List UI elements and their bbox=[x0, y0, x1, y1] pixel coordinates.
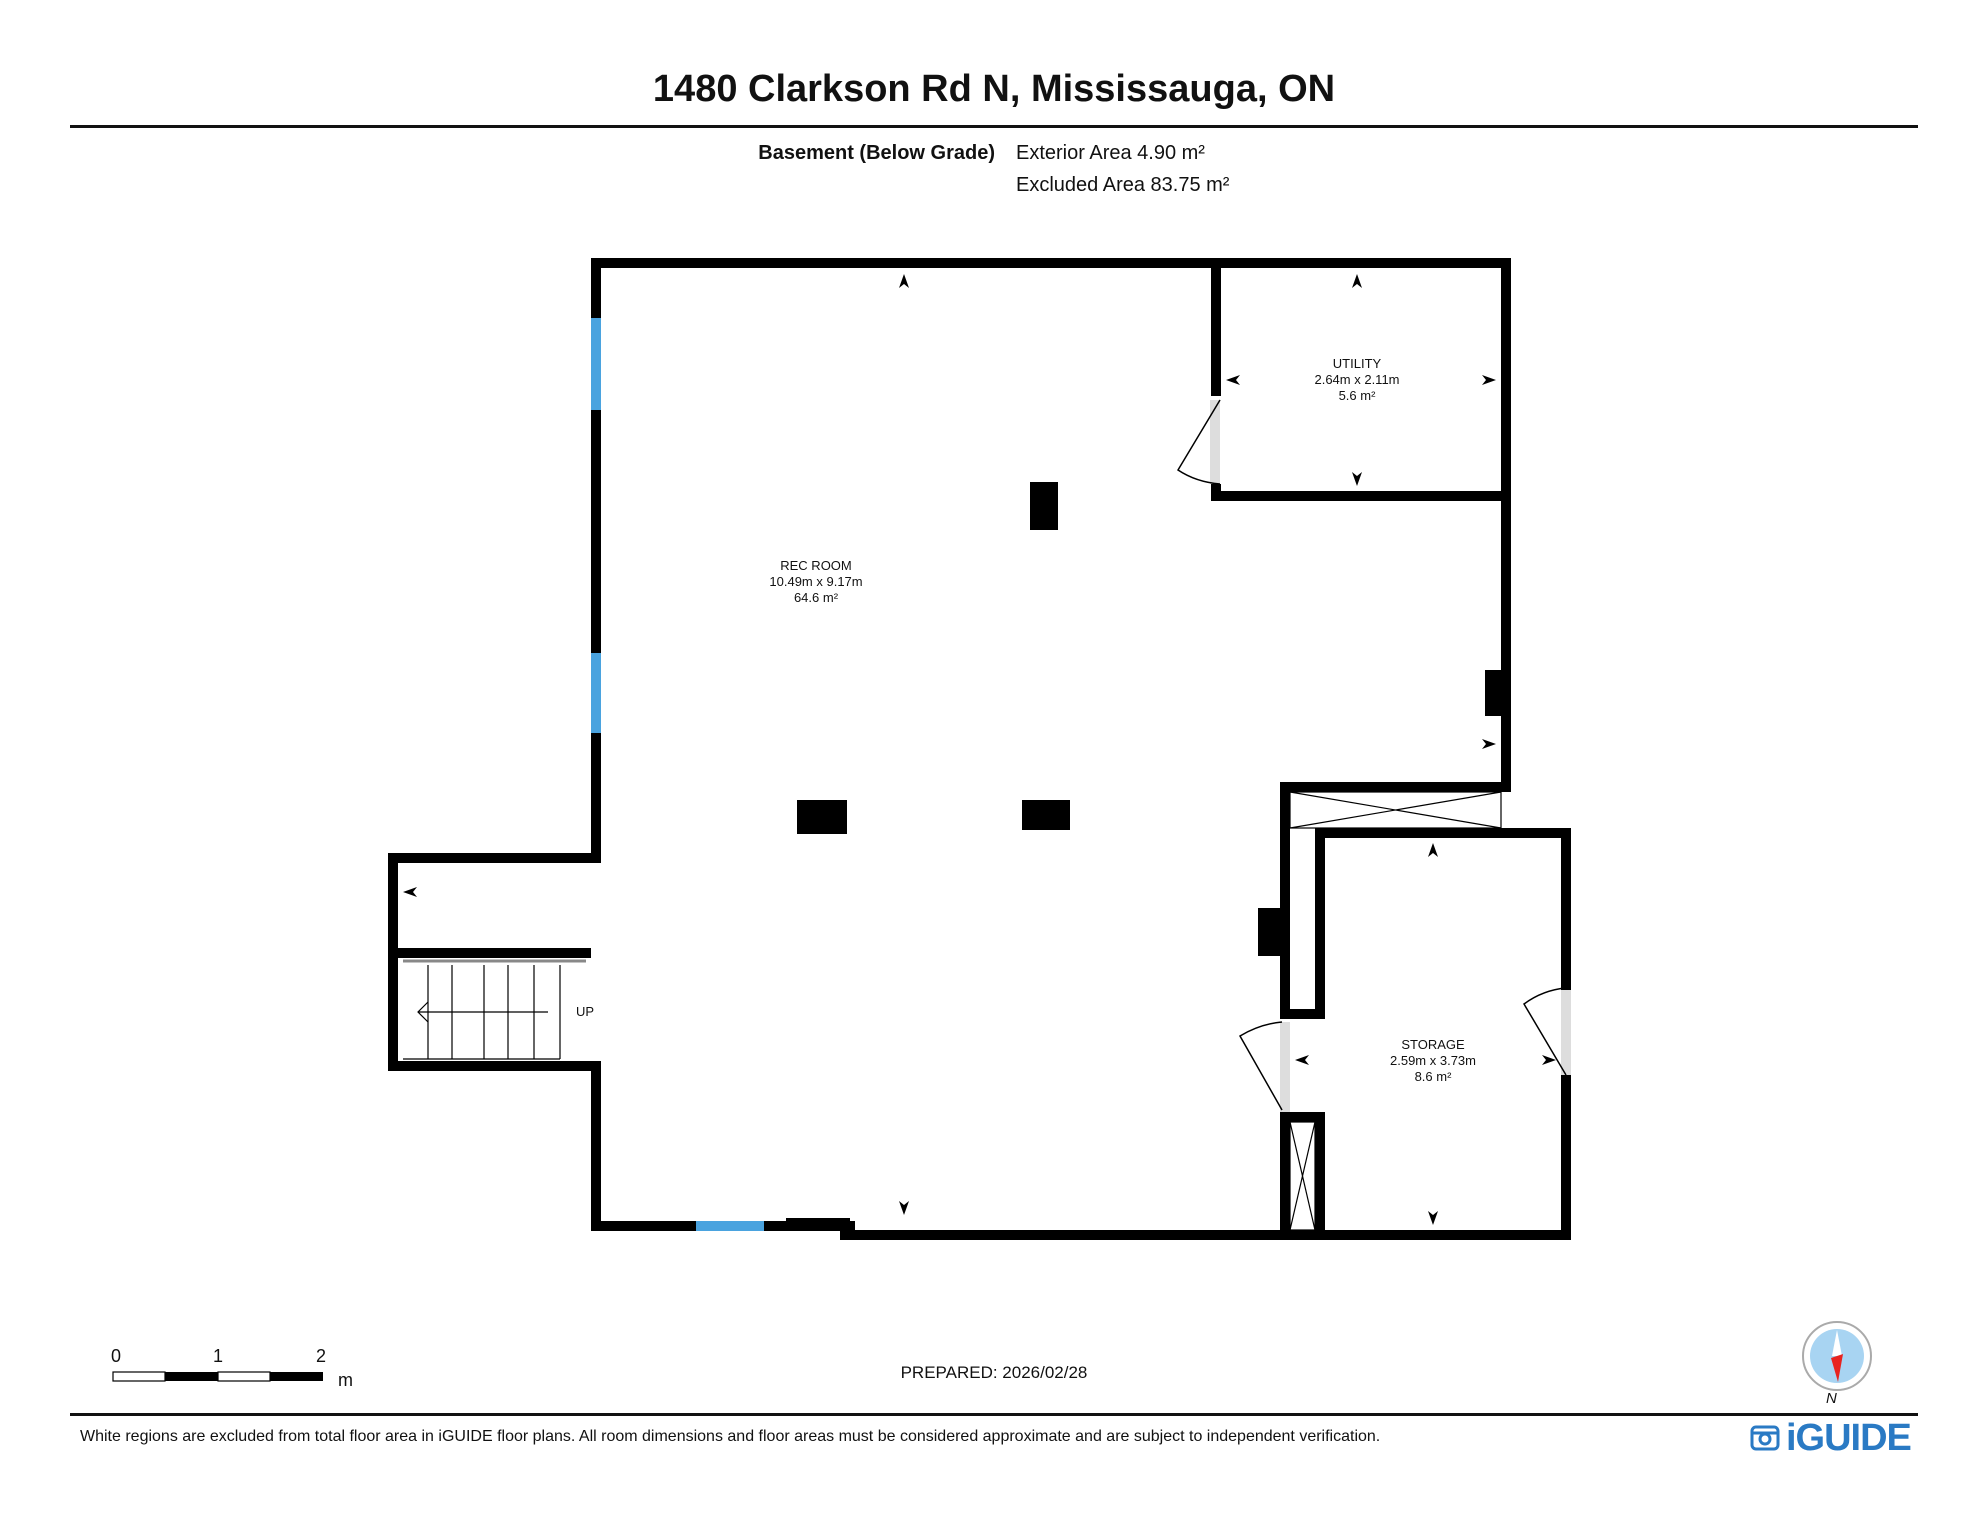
prepared-date: PREPARED: 2026/02/28 bbox=[900, 1363, 1088, 1382]
storage-door-leaf-east bbox=[1561, 990, 1571, 1075]
floor-label: Basement (Below Grade) bbox=[758, 142, 995, 164]
compass-icon bbox=[1802, 1321, 1872, 1391]
staircase bbox=[403, 959, 586, 1060]
room-rec-dimensions: 10.49m x 9.17m bbox=[769, 574, 862, 589]
excluded-area: Excluded Area 83.75 m² bbox=[1016, 174, 1230, 196]
compass-north-label: N bbox=[1826, 1390, 1837, 1407]
iguide-logo: iGUIDE bbox=[1750, 1416, 1912, 1459]
pillar bbox=[1030, 482, 1058, 530]
pillar bbox=[1022, 800, 1070, 830]
closet-box-small bbox=[1289, 1121, 1316, 1231]
scale-bar bbox=[112, 1371, 323, 1382]
exterior-area: Exterior Area 4.90 m² bbox=[1016, 142, 1205, 164]
window-west-lower bbox=[591, 653, 601, 733]
room-rec-name: REC ROOM bbox=[780, 558, 852, 573]
page-title: 1480 Clarkson Rd N, Mississauga, ON bbox=[652, 68, 1336, 110]
pillar bbox=[786, 1218, 850, 1230]
utility-door-leaf bbox=[1210, 400, 1220, 484]
closet-box bbox=[1289, 791, 1502, 829]
storage-door-swing-west bbox=[1238, 1021, 1283, 1111]
pillar bbox=[1485, 670, 1506, 716]
window-west-upper bbox=[591, 318, 601, 410]
storage-door-swing-east bbox=[1523, 987, 1567, 1076]
room-storage-name: STORAGE bbox=[1401, 1037, 1465, 1052]
stairs-label: UP bbox=[576, 1004, 594, 1019]
iguide-logo-text: iGUIDE bbox=[1786, 1416, 1912, 1459]
scale-tick-0: 0 bbox=[111, 1346, 122, 1366]
disclaimer: White regions are excluded from total fl… bbox=[80, 1428, 1381, 1445]
header-divider bbox=[70, 125, 1918, 128]
storage-door-leaf-west bbox=[1280, 1022, 1290, 1112]
scale-unit: m bbox=[338, 1370, 353, 1390]
scale-tick-1: 1 bbox=[213, 1346, 224, 1366]
scale-tick-2: 2 bbox=[316, 1346, 327, 1366]
measurement-arrows bbox=[403, 274, 1556, 1225]
utility-door-swing bbox=[1176, 399, 1221, 485]
room-utility-dimensions: 2.64m x 2.11m bbox=[1314, 372, 1399, 387]
room-storage-dimensions: 2.59m x 3.73m bbox=[1390, 1053, 1476, 1068]
room-rec-area: 64.6 m² bbox=[794, 590, 839, 605]
room-utility-name: UTILITY bbox=[1333, 356, 1382, 371]
room-utility-area: 5.6 m² bbox=[1339, 388, 1377, 403]
exterior-wall-west bbox=[388, 382, 855, 1231]
utility-wall-south bbox=[1211, 479, 1511, 501]
iguide-logo-icon bbox=[1750, 1425, 1780, 1451]
footer-divider bbox=[70, 1413, 1918, 1416]
window-south bbox=[696, 1221, 764, 1231]
room-storage-area: 8.6 m² bbox=[1415, 1069, 1453, 1084]
exterior-wall-south bbox=[840, 828, 1571, 1240]
pillar bbox=[797, 800, 847, 834]
pillar bbox=[1258, 908, 1280, 956]
